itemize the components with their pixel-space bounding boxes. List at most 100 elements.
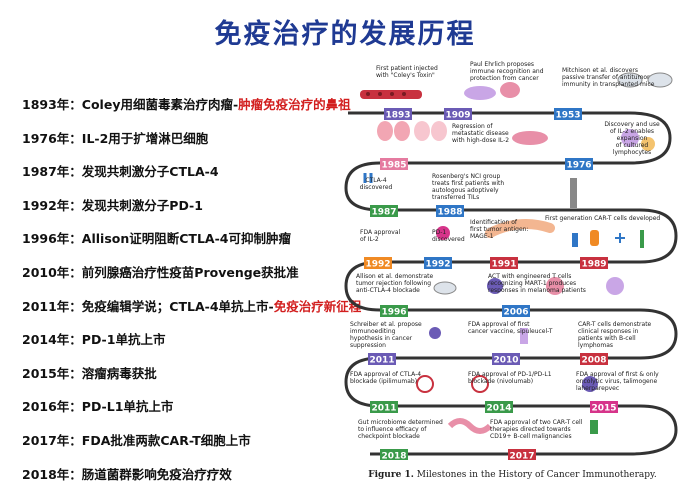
- year-badge: 1909: [444, 108, 472, 121]
- year-label: 2006: [503, 308, 528, 318]
- toxin-bacteria-icon: [360, 90, 422, 99]
- milestone-highlight: 肿瘤免疫治疗的鼻祖: [238, 97, 351, 112]
- year-label: 1992: [425, 260, 450, 270]
- year-badge: 1989: [580, 257, 608, 270]
- year-label: 1989: [581, 260, 606, 270]
- milestone-item: 1992年：发现共刺激分子PD-1: [22, 195, 203, 214]
- year-badge: 1987: [370, 205, 398, 218]
- milestone-item: 2014年：PD-1单抗上市: [22, 329, 165, 348]
- gut-icon: [447, 418, 598, 434]
- year-label: 1992: [365, 260, 390, 270]
- milestone-item: 2011年：免疫编辑学说；CTLA-4单抗上市-免疫治疗新征程: [22, 296, 361, 315]
- milestone-text: 2014年：PD-1单抗上市: [22, 332, 166, 348]
- milestone-text: 2016年：PD-L1单抗上市: [22, 399, 174, 415]
- milestones-figure: 1893 1909 1953 1976 1985 1987 1988 1989 1991 1992…: [340, 58, 685, 462]
- year-label: 1953: [555, 111, 580, 121]
- milestone-text: 2010年：前列腺癌治疗性疫苗Provenge获批准: [22, 265, 299, 280]
- milestone-text: 2017年：FDA批准两款CAR-T细胞上市: [22, 433, 251, 448]
- milestone-item: 1893年：Coley用细菌毒素治疗肉瘤-肿瘤免疫治疗的鼻祖: [22, 94, 351, 113]
- milestone-item: 2017年：FDA批准两款CAR-T细胞上市: [22, 430, 251, 449]
- milestone-item: 1987年：发现共刺激分子CTLA-4: [22, 161, 219, 180]
- year-label: 2011: [371, 404, 396, 414]
- year-label: 2008: [581, 356, 606, 366]
- lungs-icon: [377, 121, 447, 141]
- caption-label: Figure 1.: [368, 470, 414, 480]
- milestone-text: 2018年：肠道菌群影响免疫治疗疗效: [22, 466, 232, 482]
- year-label: 1996: [381, 308, 406, 318]
- vaccine-vial-icon: [429, 327, 528, 344]
- mouse-icon: [617, 72, 673, 88]
- year-label: 2018: [381, 452, 406, 461]
- year-label: 1985: [381, 161, 406, 171]
- milestone-item: 2016年：PD-L1单抗上市: [22, 396, 173, 415]
- year-badge: 2006: [502, 305, 530, 318]
- year-label: 1893: [385, 111, 410, 121]
- milestone-text: 2011年：免疫编辑学说；CTLA-4单抗上市-: [22, 298, 274, 314]
- year-badge: 2018: [380, 449, 408, 462]
- year-badge: 1985: [380, 158, 408, 171]
- year-label: 1988: [437, 208, 462, 218]
- milestone-item: 1976年：IL-2用于扩增淋巴细胞: [22, 128, 208, 147]
- year-label: 2015: [591, 404, 616, 414]
- year-label: 1991: [491, 260, 516, 270]
- year-label: 1909: [445, 111, 470, 121]
- year-badge: 1976: [565, 158, 593, 171]
- milestone-text: 1976年：IL-2用于扩增淋巴细胞: [22, 130, 209, 146]
- page-title: 免疫治疗的发展历程: [214, 19, 476, 50]
- arm-infusion-icon: [485, 178, 577, 238]
- year-badge: 2014: [485, 401, 513, 414]
- milestone-text: 1992年：发现共刺激分子PD-1: [22, 197, 203, 213]
- timeline-diagram: 1893 1909 1953 1976 1985 1987 1988 1989 1991 1992…: [344, 61, 678, 462]
- milestone-item: 2018年：肠道菌群影响免疫治疗疗效: [22, 464, 232, 483]
- car-t-icon: [572, 230, 644, 248]
- milestone-note: First generation CAR-T cells developed: [545, 215, 660, 222]
- year-label: 2014: [486, 404, 511, 414]
- year-badge: 1988: [436, 205, 464, 218]
- year-label: 1976: [566, 161, 591, 171]
- milestone-text: 1996年：Allison证明阻断CTLA-4可抑制肿瘤: [22, 231, 291, 247]
- year-badge: 2017: [508, 449, 536, 462]
- year-badge: 2015: [590, 401, 618, 414]
- year-label: 1987: [371, 208, 396, 218]
- year-label: 2010: [493, 356, 518, 366]
- cell-icon: [464, 82, 520, 100]
- mouse-icon-2: [433, 281, 457, 295]
- year-badge: 1992: [364, 257, 392, 270]
- milestone-text: 2015年：溶瘤病毒获批: [22, 365, 157, 381]
- tumor-cell-icon: [436, 226, 624, 295]
- milestone-text: 1987年：发现共刺激分子CTLA-4: [22, 164, 219, 180]
- figure-caption: Figure 1. Milestones in the History of C…: [340, 470, 685, 480]
- year-badge: 2011: [370, 401, 398, 414]
- milestone-item: 2010年：前列腺癌治疗性疫苗Provenge获批准: [22, 262, 299, 281]
- year-label: 2017: [509, 452, 534, 461]
- year-badge: 1996: [380, 305, 408, 318]
- antibody-block-icon: [416, 375, 598, 393]
- year-badge: 1992: [424, 257, 452, 270]
- year-badge: 2011: [368, 353, 396, 366]
- year-label: 2011: [369, 356, 394, 366]
- year-badge: 1893: [384, 108, 412, 121]
- year-badge: 2010: [492, 353, 520, 366]
- timeline-track: [344, 111, 678, 456]
- milestone-highlight: 免疫治疗新征程: [273, 298, 362, 314]
- milestone-item: 1996年：Allison证明阻断CTLA-4可抑制肿瘤: [22, 228, 291, 247]
- year-badges: 1893 1909 1953 1976 1985 1987 1988 1989 1991 1992…: [364, 108, 618, 462]
- year-badge: 1991: [490, 257, 518, 270]
- milestone-item: 2015年：溶瘤病毒获批: [22, 363, 157, 382]
